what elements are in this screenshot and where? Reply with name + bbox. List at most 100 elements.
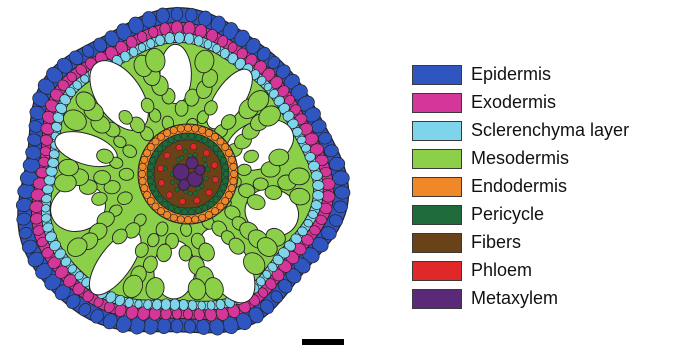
endodermis-cell: [141, 156, 148, 163]
legend-swatch: [412, 121, 462, 141]
mesodermis-cell: [94, 171, 111, 185]
legend-item-phloem: Phloem: [412, 258, 670, 286]
endodermis-cell: [199, 127, 206, 134]
phloem-cell: [212, 176, 218, 182]
epidermis-cell: [171, 319, 183, 333]
pericycle-cell: [213, 145, 219, 151]
endodermis-cell: [141, 185, 148, 192]
pericycle-cell: [189, 133, 195, 139]
pericycle-cell: [217, 191, 223, 197]
fiber-cell: [200, 184, 204, 188]
pericycle-cell: [189, 209, 195, 215]
legend-swatch: [412, 289, 462, 309]
pericycle-cell: [153, 151, 159, 157]
legend-swatch: [412, 233, 462, 253]
pericycle-cell: [175, 135, 181, 141]
phloem-cell: [211, 162, 217, 168]
pericycle-cell: [213, 197, 219, 203]
legend-label: Mesodermis: [471, 147, 569, 169]
fiber-cell: [193, 191, 197, 195]
endodermis-cell: [177, 125, 184, 132]
phloem-cell: [203, 150, 209, 156]
pericycle-cell: [150, 185, 156, 191]
fiber-cell: [180, 156, 184, 160]
endodermis-cell: [230, 170, 237, 177]
legend-label: Epidermis: [471, 63, 551, 85]
phloem-cell: [190, 143, 196, 149]
legend-item-endodermis: Endodermis: [412, 174, 670, 202]
sclerenchyma-cell: [174, 32, 184, 44]
pericycle-cell: [157, 145, 163, 151]
legend-label: Fibers: [471, 231, 521, 253]
phloem-cell: [194, 197, 200, 203]
phloem-cell: [179, 198, 185, 204]
legend: EpidermisExodermisSclerenchyma layerMeso…: [412, 62, 670, 314]
pericycle-cell: [182, 209, 188, 215]
legend-label: Sclerenchyma layer: [471, 119, 629, 141]
legend-swatch: [412, 93, 462, 113]
sclerenchyma-cell: [179, 299, 189, 310]
pericycle-cell: [208, 141, 214, 147]
sclerenchyma-cell: [170, 299, 180, 311]
endodermis-cell: [164, 129, 171, 136]
endodermis-cell: [225, 150, 232, 157]
legend-label: Pericycle: [471, 203, 544, 225]
legend-item-metaxylem: Metaxylem: [412, 286, 670, 314]
legend-item-sclerenchyma-layer: Sclerenchyma layer: [412, 118, 670, 146]
endodermis-cell: [139, 163, 146, 170]
legend-swatch: [412, 65, 462, 85]
endodermis-cell: [139, 178, 146, 185]
fiber-cell: [175, 188, 179, 192]
fiber-cell: [170, 180, 174, 184]
pericycle-cell: [153, 191, 159, 197]
scale-bar: [302, 339, 344, 345]
endodermis-cell: [199, 214, 206, 221]
endodermis-cell: [170, 127, 177, 134]
pericycle-cell: [162, 141, 168, 147]
epidermis-cell: [171, 7, 183, 21]
sclerenchyma-cell: [311, 171, 323, 181]
endodermis-cell: [138, 170, 145, 177]
legend-swatch: [412, 149, 462, 169]
fiber-cell: [196, 186, 200, 190]
fiber-cell: [188, 191, 192, 195]
legend-item-exodermis: Exodermis: [412, 90, 670, 118]
pericycle-cell: [148, 178, 154, 184]
pericycle-cell: [175, 208, 181, 214]
fiber-cell: [204, 176, 208, 180]
pericycle-cell: [148, 164, 154, 170]
fiber-cell: [163, 166, 167, 170]
metaxylem-vessel: [195, 165, 205, 175]
phloem-cell: [206, 189, 212, 195]
legend-label: Metaxylem: [471, 287, 558, 309]
fiber-cell: [193, 153, 197, 157]
sclerenchyma-cell: [312, 180, 324, 190]
endodermis-cell: [192, 125, 199, 132]
metaxylem-vessel: [179, 180, 190, 191]
endodermis-cell: [228, 185, 235, 192]
legend-item-fibers: Fibers: [412, 230, 670, 258]
legend-label: Phloem: [471, 259, 532, 281]
pericycle-cell: [157, 197, 163, 203]
endodermis-cell: [205, 211, 212, 218]
sclerenchyma-cell: [165, 32, 175, 44]
pericycle-cell: [223, 171, 229, 177]
pericycle-cell: [202, 205, 208, 211]
legend-item-mesodermis: Mesodermis: [412, 146, 670, 174]
legend-item-pericycle: Pericycle: [412, 202, 670, 230]
pericycle-cell: [147, 171, 153, 177]
pericycle-cell: [195, 208, 201, 214]
endodermis-cell: [228, 156, 235, 163]
endodermis-cell: [230, 178, 237, 185]
legend-label: Endodermis: [471, 175, 567, 197]
pericycle-cell: [202, 137, 208, 143]
pericycle-cell: [168, 137, 174, 143]
phloem-cell: [166, 192, 172, 198]
endodermis-cell: [184, 124, 191, 131]
legend-swatch: [412, 177, 462, 197]
legend-item-epidermis: Epidermis: [412, 62, 670, 90]
sclerenchyma-cell: [44, 175, 56, 185]
endodermis-cell: [177, 216, 184, 223]
pericycle-cell: [217, 151, 223, 157]
endodermis-cell: [143, 191, 150, 198]
